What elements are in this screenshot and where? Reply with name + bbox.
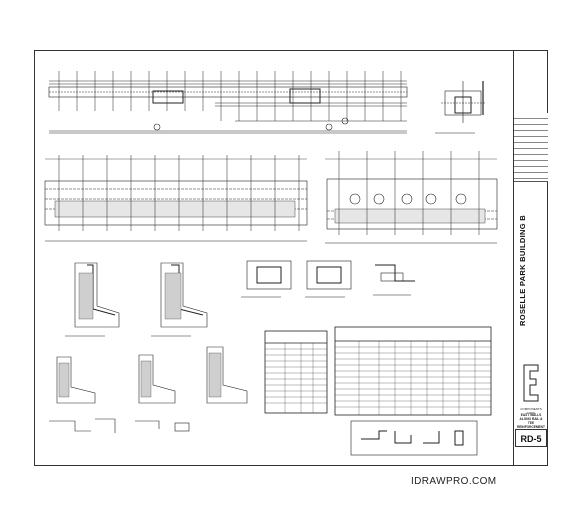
schedule-2: [334, 326, 492, 416]
section-top-right: [435, 81, 485, 134]
wall-section-3: [56, 356, 96, 404]
components-code-label: COMPONENTS CODE: [520, 407, 542, 415]
detail-pads: [241, 260, 415, 298]
revision-table: [514, 113, 548, 182]
schedule-1: [264, 330, 328, 414]
title-block: ROSELLE PARK BUILDING B COMPONENTS CODE …: [513, 51, 548, 465]
wall-section-2: [151, 262, 208, 337]
wall-section-1: [65, 262, 120, 337]
brand-watermark: IDRAWPRO.COM: [411, 476, 497, 487]
drawing-area: [44, 71, 498, 456]
sheet-title: EAST WALLS ALONG RAIL & TEE REINFORCEMEN…: [517, 413, 545, 429]
wall-section-4: [138, 354, 176, 404]
project-name: ROSELLE PARK BUILDING B: [518, 215, 527, 327]
drawing-sheet: ROSELLE PARK BUILDING B COMPONENTS CODE …: [34, 50, 548, 466]
wall-section-5: [206, 346, 248, 404]
bent-bar-shapes: [350, 420, 478, 456]
title-block-logo-area: [514, 51, 548, 114]
elevation-left: [44, 155, 308, 242]
elevation-top: [48, 71, 408, 134]
sheet-number: RD-5: [515, 429, 547, 447]
elevation-right: [325, 151, 498, 244]
company-logo-icon: [523, 364, 539, 402]
detail-bottom-left: [49, 418, 190, 433]
